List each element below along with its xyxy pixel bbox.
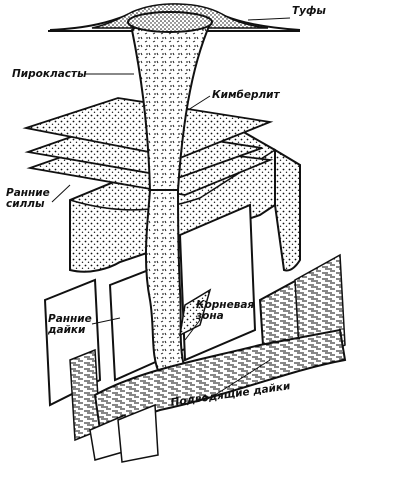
- leader-root-zone: [184, 319, 201, 341]
- label-early-sills-line1: Ранние: [6, 187, 50, 199]
- label-early-dikes: Ранние дайки: [48, 314, 92, 336]
- early-dikes: [43, 278, 102, 442]
- root-zone: [144, 189, 212, 377]
- leader-tuffs: [247, 17, 291, 21]
- label-early-sills-line2: силлы: [6, 198, 45, 210]
- label-root-zone: Корневая зона: [196, 300, 254, 322]
- leader-early-dikes: [91, 317, 121, 325]
- kimberlite-pipe: [127, 11, 213, 191]
- label-root-zone-line1: Корневая: [196, 299, 255, 311]
- leader-feeder-dikes: [214, 359, 271, 396]
- label-root-zone-line2: зона: [196, 310, 224, 322]
- label-early-sills: Ранние силлы: [6, 188, 50, 210]
- leader-early-sills: [51, 184, 71, 203]
- label-early-dikes-line1: Ранние: [48, 313, 92, 325]
- leader-kimberlite: [187, 95, 211, 111]
- label-pyroclastics: Пирокласты: [12, 68, 87, 80]
- label-early-dikes-line2: дайки: [48, 324, 86, 336]
- lower-feeder-band: [89, 328, 347, 463]
- leader-lines: [51, 17, 291, 396]
- label-kimberlite: Кимберлит: [212, 89, 280, 101]
- label-tuffs: Туфы: [292, 5, 326, 17]
